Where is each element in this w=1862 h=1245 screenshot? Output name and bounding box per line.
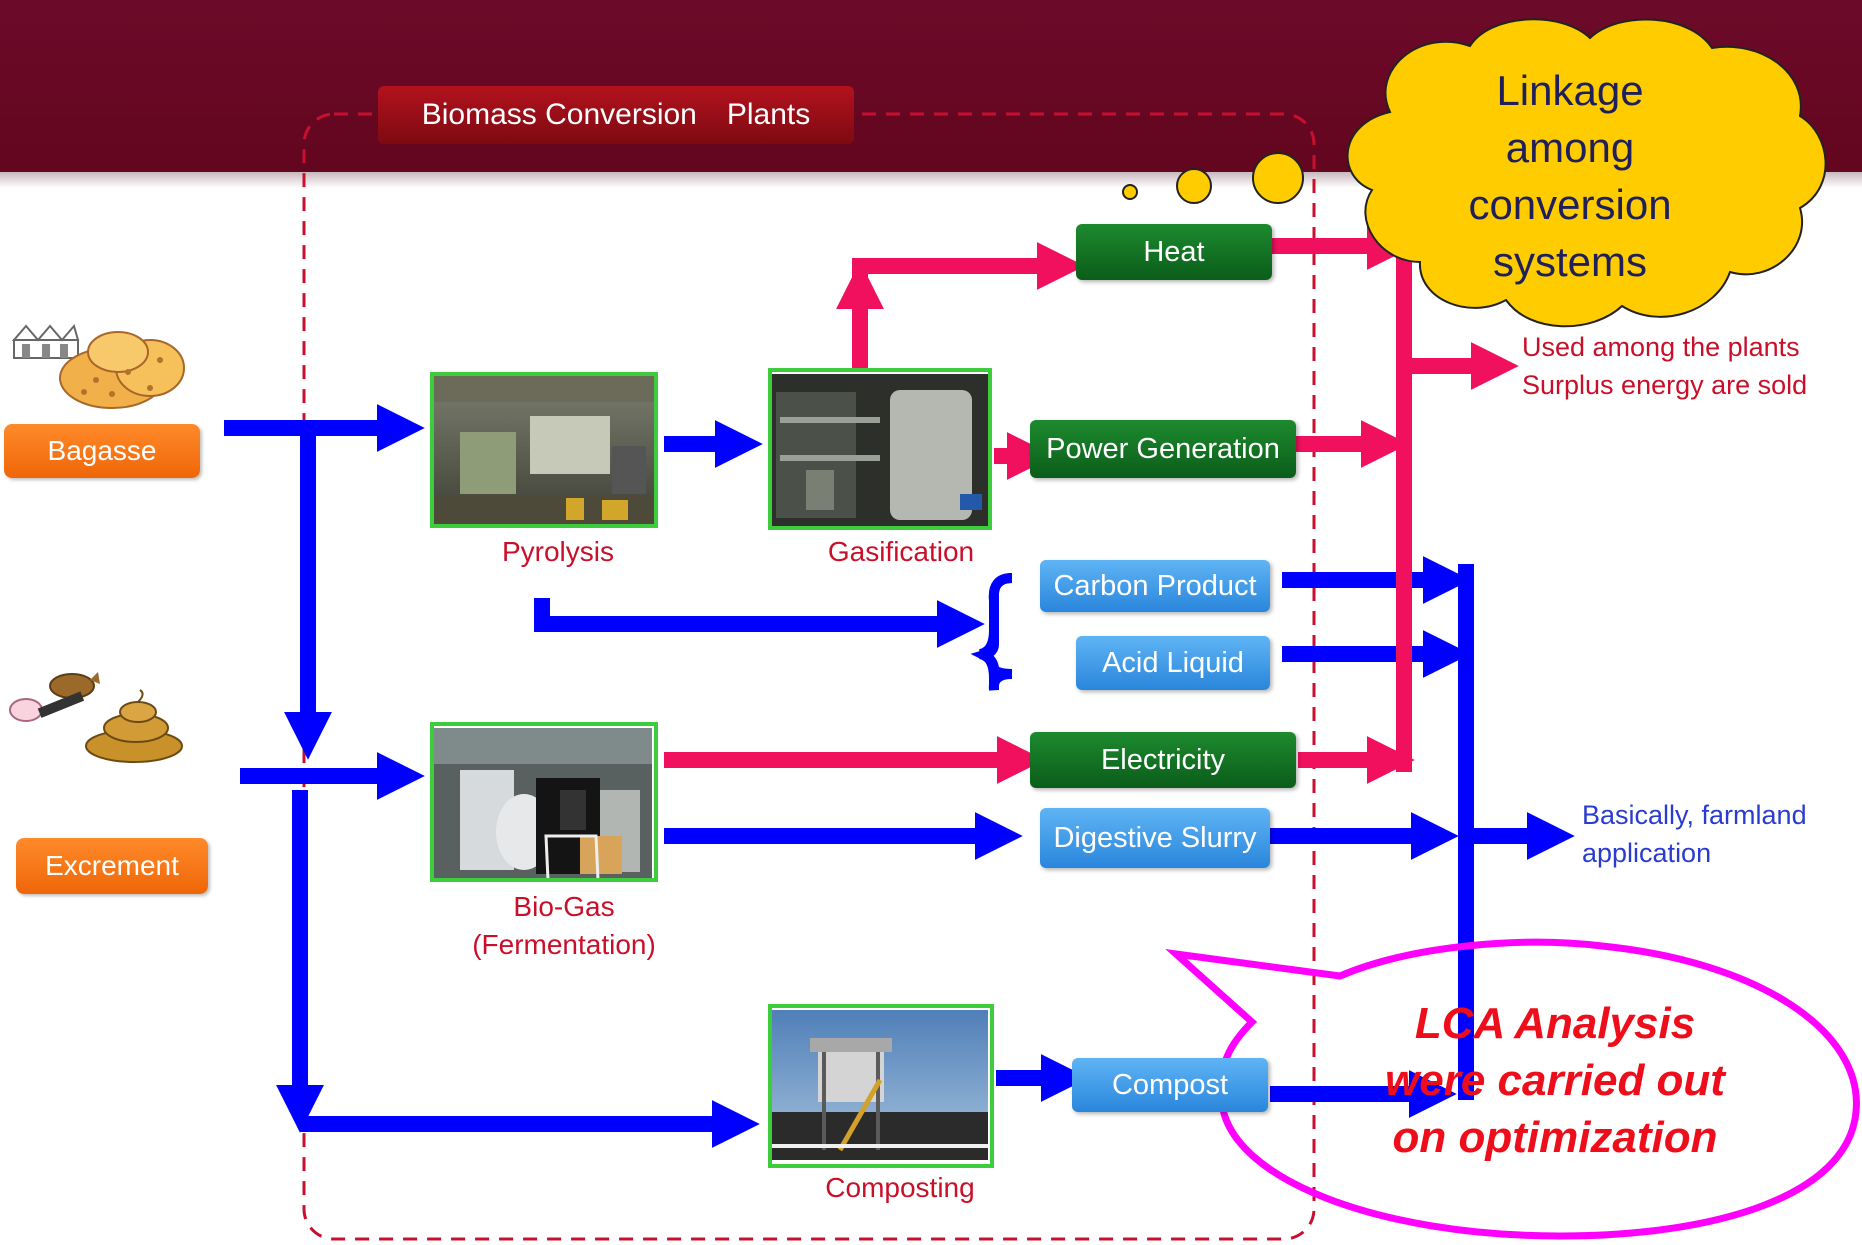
compost-box: Compost xyxy=(1072,1058,1268,1112)
lca-line-1: LCA Analysis xyxy=(1414,999,1696,1048)
bagasse-label: Bagasse xyxy=(4,424,200,478)
biogas-photo xyxy=(430,722,658,882)
gasification-label: Gasification xyxy=(827,536,975,567)
gasification-photo xyxy=(768,368,992,530)
energy-use-line2: Surplus energy are sold xyxy=(1522,370,1808,400)
carbon-product-box: Carbon Product xyxy=(1040,560,1270,612)
lca-callout-text: LCA Analysis were carried out on optimiz… xyxy=(1310,995,1800,1166)
biogas-label: Bio-Gas (Fermentation) xyxy=(432,888,696,964)
gasification-photo-art xyxy=(772,374,988,526)
lca-line-2: were carried out xyxy=(1385,1056,1725,1105)
composting-photo-art xyxy=(772,1010,988,1160)
thought-bubble-icon xyxy=(1122,152,1304,204)
pyrolysis-photo xyxy=(430,372,658,528)
farmland-line2: application xyxy=(1582,838,1712,868)
cloud-line-3: conversion xyxy=(1468,181,1672,228)
farmland-line1: Basically, farmland xyxy=(1582,800,1807,830)
digestive-slurry-box: Digestive Slurry xyxy=(1040,808,1270,868)
bagasse-pile-icon xyxy=(59,331,185,409)
acid-liquid-box: Acid Liquid xyxy=(1076,636,1270,690)
energy-use-line1: Used among the plants xyxy=(1522,332,1800,362)
energy-use-note: Used among the plants Surplus energy are… xyxy=(1522,328,1862,404)
biogas-label-line2: (Fermentation) xyxy=(472,929,656,960)
cloud-line-2: among xyxy=(1505,124,1635,171)
livestock-icon xyxy=(9,672,100,722)
factory-icon xyxy=(11,323,80,359)
composting-label: Composting xyxy=(825,1172,975,1203)
electricity-box: Electricity xyxy=(1030,732,1296,788)
arrow-gasification-to-heat xyxy=(852,242,1085,370)
cloud-line-4: systems xyxy=(1492,238,1647,285)
power-generation-box: Power Generation xyxy=(1030,420,1296,478)
cloud-line-1: Linkage xyxy=(1496,67,1644,114)
farmland-note: Basically, farmland application xyxy=(1582,796,1852,872)
biogas-photo-art xyxy=(432,728,652,882)
composting-photo xyxy=(768,1004,994,1168)
pyrolysis-photo-art xyxy=(432,374,656,526)
biogas-label-line1: Bio-Gas xyxy=(513,891,615,922)
lca-line-3: on optimization xyxy=(1392,1113,1718,1162)
lca-callout-shape xyxy=(1165,938,1860,1240)
pyrolysis-label: Pyrolysis xyxy=(501,536,614,567)
excrement-label: Excrement xyxy=(16,838,208,894)
linkage-cloud-shape xyxy=(1346,18,1827,328)
linkage-cloud-text: Linkage among conversion systems xyxy=(1412,62,1728,290)
heat-box: Heat xyxy=(1076,224,1272,280)
page-title: Biomass Conversion Plants xyxy=(378,86,854,144)
excrement-icon xyxy=(85,689,183,763)
